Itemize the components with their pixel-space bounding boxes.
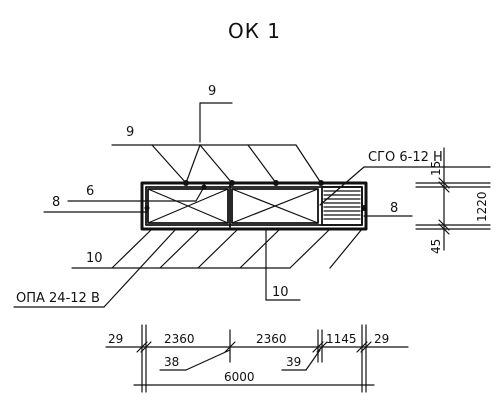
dim-29-right: 29 [374,332,389,346]
label-opa: ОПА 24-12 В [16,291,100,306]
horizontal-dimensions: 29 2360 2360 1145 29 38 39 6000 [105,324,409,393]
label-9-left: 9 [126,125,134,140]
label-8-right: 8 [390,201,398,216]
dim-45: 45 [429,239,443,254]
leader-10-left: 10 [71,228,363,269]
label-10-bottom: 10 [272,285,289,300]
leader-8-right: 8 [363,201,413,217]
leader-10-bottom: 10 [265,228,301,301]
window-left-diag-b [147,188,229,224]
leader-8-left: 8 [43,195,148,213]
anchor-dot-6 [144,205,150,211]
dim-1145: 1145 [326,332,357,346]
window-right-diag-b [231,188,319,224]
wall-panel [140,180,368,231]
window-right [231,188,319,224]
dim-2360-b: 2360 [256,332,287,346]
vertical-dimensions: 15 1220 45 [415,147,491,254]
leader-opa: ОПА 24-12 В [13,228,177,308]
hatched-section [321,186,363,226]
leader-ogo: СГО 6-12 Н [319,150,491,206]
label-9-top: 9 [208,84,216,99]
dim-39: 39 [286,355,301,369]
leader-6: 6 [67,184,205,202]
anchor-dot-7 [361,205,367,211]
label-ogo: СГО 6-12 Н [368,150,443,165]
label-10-left: 10 [86,251,103,266]
label-6: 6 [86,184,94,199]
label-8-left: 8 [52,195,60,210]
dim-1220: 1220 [475,191,489,222]
dim-2360-a: 2360 [164,332,195,346]
dim-38: 38 [164,355,179,369]
leader-9-fan: 9 [111,125,322,184]
dim-29-left: 29 [108,332,123,346]
dim-15: 15 [429,161,443,176]
dim-6000: 6000 [224,370,255,384]
leader-9-top: 9 [199,84,233,143]
drawing-title: ОК 1 [228,19,281,43]
